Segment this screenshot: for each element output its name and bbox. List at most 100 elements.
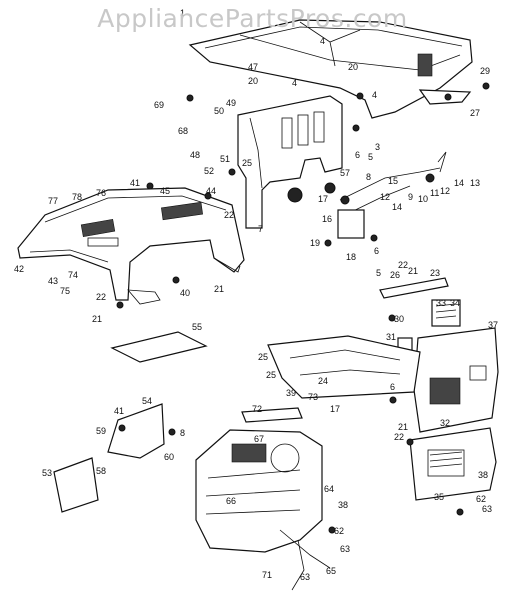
callout-43: 43 xyxy=(48,276,58,286)
callout-67: 67 xyxy=(254,434,264,444)
callout-21: 21 xyxy=(92,314,102,324)
callout-4: 4 xyxy=(292,78,297,88)
callout-10: 10 xyxy=(418,194,428,204)
callout-38: 38 xyxy=(478,470,488,480)
callout-73: 73 xyxy=(308,392,318,402)
callout-62: 62 xyxy=(476,494,486,504)
callout-48: 48 xyxy=(190,150,200,160)
callout-21: 21 xyxy=(398,422,408,432)
callout-22: 22 xyxy=(398,260,408,270)
callout-6: 6 xyxy=(355,150,360,160)
callout-22: 22 xyxy=(394,432,404,442)
side-panel xyxy=(267,335,421,399)
callout-labels: 1 47 4 20 20 4 4 29 27 69 49 50 68 48 6 … xyxy=(14,8,498,582)
callout-22: 22 xyxy=(224,210,234,220)
callout-77: 77 xyxy=(48,196,58,206)
callout-63: 63 xyxy=(340,544,350,554)
steering-linkage xyxy=(337,151,447,239)
callout-55: 55 xyxy=(192,322,202,332)
engine-assembly xyxy=(195,407,331,591)
callout-78: 78 xyxy=(72,192,82,202)
callout-71: 71 xyxy=(262,570,272,580)
hood-assembly xyxy=(188,19,490,119)
callout-23: 23 xyxy=(430,268,440,278)
callout-47: 47 xyxy=(248,62,258,72)
callout-24: 24 xyxy=(318,376,328,386)
callout-45: 45 xyxy=(160,186,170,196)
callout-30: 30 xyxy=(394,314,404,324)
callout-65: 65 xyxy=(326,566,336,576)
callout-14: 14 xyxy=(392,202,402,212)
callout-25: 25 xyxy=(242,158,252,168)
callout-22: 22 xyxy=(96,292,106,302)
callout-6: 6 xyxy=(390,382,395,392)
callout-64: 64 xyxy=(324,484,334,494)
callout-35: 35 xyxy=(434,492,444,502)
callout-75: 75 xyxy=(60,286,70,296)
callout-52: 52 xyxy=(204,166,214,176)
callout-74: 74 xyxy=(68,270,78,280)
callout-32: 32 xyxy=(440,418,450,428)
callout-76: 76 xyxy=(96,188,106,198)
callout-41: 41 xyxy=(130,178,140,188)
callout-39: 39 xyxy=(286,388,296,398)
callout-19: 19 xyxy=(310,238,320,248)
callout-69: 69 xyxy=(154,100,164,110)
callout-11: 11 xyxy=(430,188,439,198)
callout-21: 21 xyxy=(408,266,418,276)
callout-38: 38 xyxy=(338,500,348,510)
callout-33: 33 xyxy=(436,298,446,308)
callout-51: 51 xyxy=(220,154,230,164)
callout-5: 5 xyxy=(368,152,373,162)
callout-12: 12 xyxy=(380,192,390,202)
mount-brackets xyxy=(53,403,176,513)
callout-17: 17 xyxy=(318,194,328,204)
callout-68: 68 xyxy=(178,126,188,136)
callout-62: 62 xyxy=(334,526,344,536)
callout-25: 25 xyxy=(258,352,268,362)
callout-63: 63 xyxy=(300,572,310,582)
callout-49: 49 xyxy=(226,98,236,108)
callout-8: 8 xyxy=(366,172,371,182)
callout-25: 25 xyxy=(266,370,276,380)
callout-57: 57 xyxy=(340,168,350,178)
callout-17: 17 xyxy=(330,404,340,414)
callout-44: 44 xyxy=(206,186,216,196)
callout-9: 9 xyxy=(408,192,413,202)
callout-8: 8 xyxy=(180,428,185,438)
callout-21: 21 xyxy=(214,284,224,294)
fender-deck xyxy=(17,187,245,305)
callout-27: 27 xyxy=(470,108,480,118)
callout-12: 12 xyxy=(440,186,450,196)
callout-20: 20 xyxy=(248,76,258,86)
callout-4: 4 xyxy=(372,90,377,100)
callout-14: 14 xyxy=(454,178,464,188)
callout-4: 4 xyxy=(320,36,325,46)
callout-59: 59 xyxy=(96,426,106,436)
callout-13: 13 xyxy=(470,178,480,188)
callout-29: 29 xyxy=(480,66,490,76)
callout-66: 66 xyxy=(226,496,236,506)
callout-26: 26 xyxy=(390,270,400,280)
callout-3: 3 xyxy=(375,142,380,152)
callout-54: 54 xyxy=(142,396,152,406)
callout-63: 63 xyxy=(482,504,492,514)
callout-15: 15 xyxy=(388,176,398,186)
callout-16: 16 xyxy=(322,214,332,224)
callout-58: 58 xyxy=(96,466,106,476)
callout-31: 31 xyxy=(386,332,396,342)
callout-20: 20 xyxy=(348,62,358,72)
callout-5: 5 xyxy=(376,268,381,278)
callout-42: 42 xyxy=(14,264,24,274)
dash-panel xyxy=(237,95,343,229)
callout-41: 41 xyxy=(114,406,124,416)
callout-40: 40 xyxy=(180,288,190,298)
callout-37: 37 xyxy=(488,320,498,330)
watermark-text: AppliancePartsPros.com xyxy=(97,4,408,33)
callout-7: 7 xyxy=(258,224,263,234)
callout-6: 6 xyxy=(374,246,379,256)
callout-18: 18 xyxy=(346,252,356,262)
floor-plate xyxy=(110,331,208,363)
callout-53: 53 xyxy=(42,468,52,478)
